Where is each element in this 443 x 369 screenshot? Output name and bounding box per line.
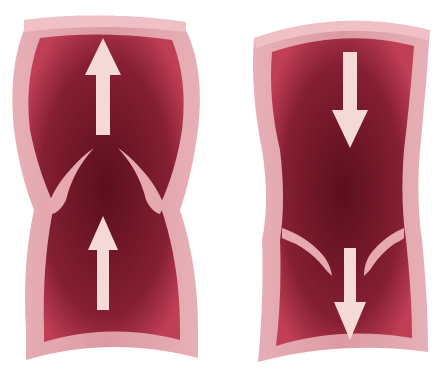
vein-lumen-right [271,38,414,346]
vein-panel-closed-valve [253,21,430,362]
vein-panel-open-valve [12,15,200,360]
